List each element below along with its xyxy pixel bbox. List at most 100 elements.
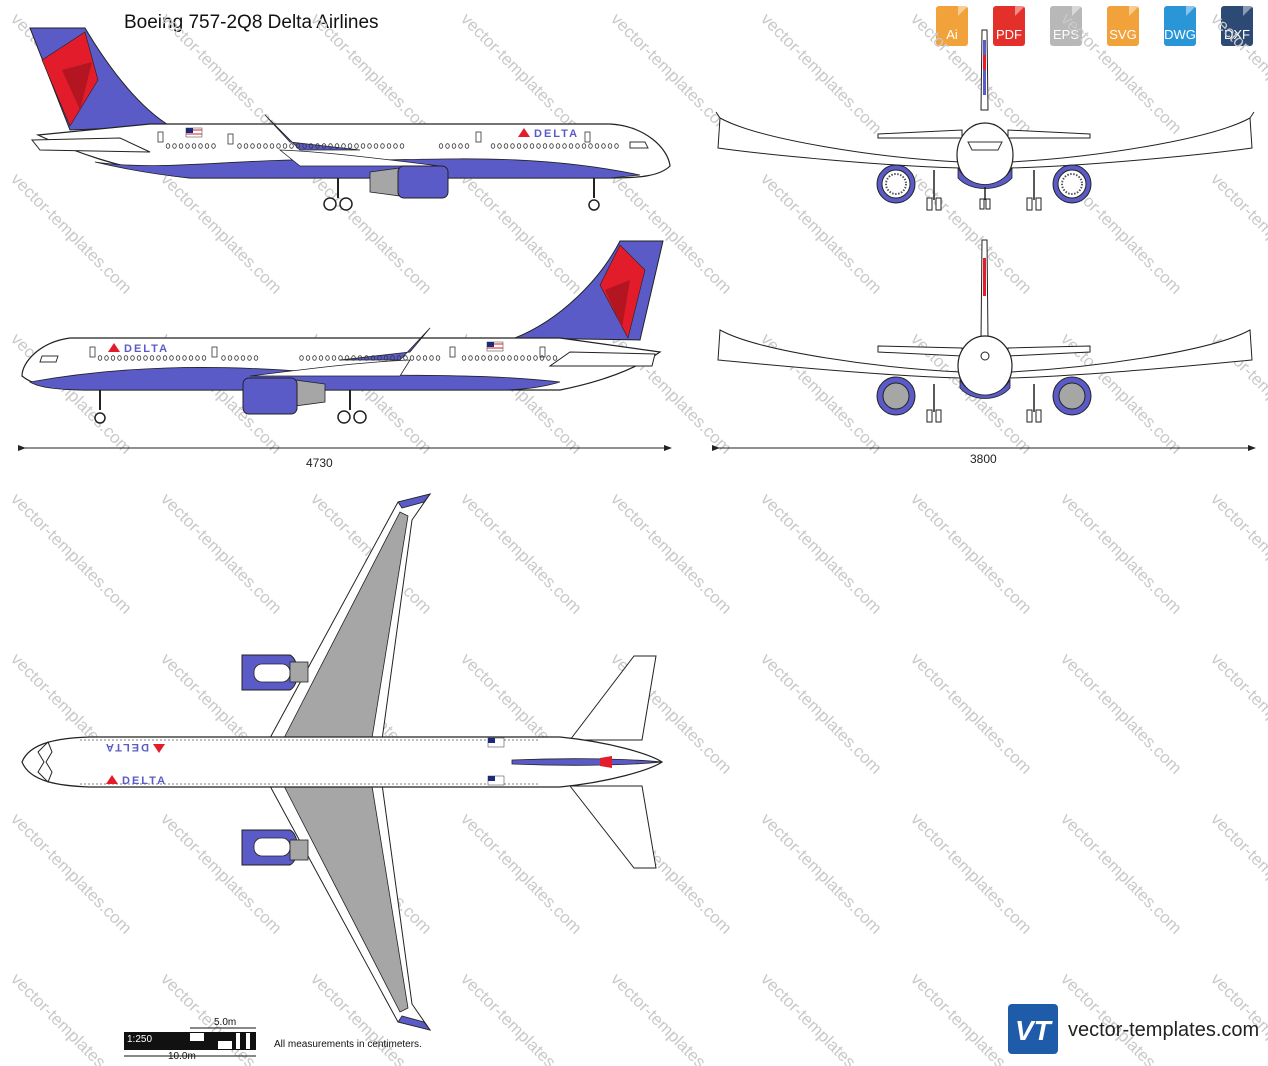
cabin-window <box>175 355 181 361</box>
cabin-window <box>373 143 379 149</box>
engine-nacelle-left <box>242 377 298 415</box>
wing-fairing-right <box>264 114 361 151</box>
cabin-window <box>396 355 402 361</box>
footer-site-link[interactable]: vector-templates.com <box>1068 1019 1260 1041</box>
top-view: DELTA DELTA <box>21 493 664 1031</box>
cabin-window <box>123 355 129 361</box>
cabin-window <box>247 355 252 361</box>
cabin-window <box>552 355 558 361</box>
cabin-window <box>263 143 268 149</box>
engine-pylon-right <box>369 167 401 197</box>
format-button-dwg[interactable]: DWG <box>1160 6 1200 50</box>
cabin-window <box>464 143 470 149</box>
cabin-window <box>409 355 415 361</box>
delta-logo-top: DELTA <box>122 775 167 787</box>
cabin-window <box>380 143 385 149</box>
cabin-window <box>289 143 294 149</box>
cabin-window <box>318 355 324 361</box>
belly-stripe-left <box>28 367 561 391</box>
scale-bar <box>124 1027 256 1057</box>
cabin-window <box>117 355 122 361</box>
cabin-window <box>299 355 304 361</box>
file-icon <box>936 6 968 46</box>
cabin-window <box>240 355 246 361</box>
engine-pylon-left <box>294 379 326 407</box>
cabin-window <box>523 143 528 149</box>
format-button-svg[interactable]: SVG <box>1103 6 1143 50</box>
cabin-window <box>253 355 259 361</box>
cabin-window <box>282 143 288 149</box>
cabin-window <box>162 355 168 361</box>
side-view-left: DELTA <box>21 240 664 424</box>
side-view-right: DELTA <box>29 27 671 211</box>
cabin-window <box>243 143 249 149</box>
cabin-window <box>338 355 343 361</box>
cabin-window <box>130 355 135 361</box>
cabin-window <box>403 355 408 361</box>
stabilizer-left <box>548 351 656 367</box>
format-button-pdf[interactable]: PDF <box>989 6 1029 50</box>
cabin-window <box>97 355 103 361</box>
cabin-window <box>347 143 353 149</box>
format-button-eps[interactable]: EPS <box>1046 6 1086 50</box>
scale-small-label: 5.0m <box>214 1017 237 1028</box>
cabin-window <box>302 143 307 149</box>
cabin-window <box>165 143 171 149</box>
cabin-window <box>601 143 606 149</box>
vt-logo-text: VT <box>1015 1015 1054 1046</box>
format-label: Ai <box>946 27 958 42</box>
cabin-window <box>364 355 369 361</box>
cabin-window <box>494 355 499 361</box>
cabin-window <box>510 143 515 149</box>
cabin-window <box>497 143 502 149</box>
rear-view <box>717 239 1253 423</box>
cabin-window <box>149 355 155 361</box>
file-icon <box>1164 6 1196 46</box>
cabin-window <box>507 355 512 361</box>
cabin-window <box>487 355 493 361</box>
format-button-dxf[interactable]: DXF <box>1217 6 1257 50</box>
cabin-window <box>529 143 535 149</box>
delta-logo-right: DELTA <box>534 128 579 140</box>
cabin-window <box>357 355 363 361</box>
cabin-window <box>438 143 444 149</box>
vt-logo-icon[interactable]: VT <box>1008 1004 1058 1054</box>
cabin-window <box>575 143 580 149</box>
cabin-window <box>110 355 116 361</box>
cabin-window <box>468 355 473 361</box>
cabin-window <box>191 143 197 149</box>
cabin-window <box>276 143 281 149</box>
file-icon <box>993 6 1025 46</box>
cabin-window <box>188 355 194 361</box>
rear-fuselage <box>957 335 1013 397</box>
cabin-window <box>536 143 541 149</box>
cabin-window <box>393 143 398 149</box>
cabin-window <box>156 355 161 361</box>
page-fold <box>1072 6 1082 16</box>
format-label: EPS <box>1052 27 1079 42</box>
cabin-window <box>331 355 337 361</box>
cabin-window <box>250 143 255 149</box>
cabin-window <box>588 143 593 149</box>
format-button-ai[interactable]: Ai <box>932 6 972 50</box>
format-label: SVG <box>1109 27 1137 42</box>
cabin-window <box>520 355 525 361</box>
scale-ratio-label: 1:250 <box>127 1034 153 1045</box>
cabin-window <box>256 143 262 149</box>
cabin-window <box>383 355 389 361</box>
page-fold <box>1015 6 1025 16</box>
cabin-window <box>172 143 177 149</box>
cabin-window <box>325 355 330 361</box>
page-fold <box>1129 6 1139 16</box>
cabin-window <box>295 143 301 149</box>
delta-logo-left: DELTA <box>124 343 169 355</box>
cabin-window <box>143 355 148 361</box>
cabin-window <box>422 355 428 361</box>
cabin-window <box>182 355 187 361</box>
cabin-window <box>435 355 441 361</box>
measurement-note: All measurements in centimeters. <box>274 1039 422 1050</box>
cabin-window <box>269 143 275 149</box>
cabin-window <box>539 355 545 361</box>
cabin-window <box>227 355 233 361</box>
cabin-window <box>416 355 421 361</box>
